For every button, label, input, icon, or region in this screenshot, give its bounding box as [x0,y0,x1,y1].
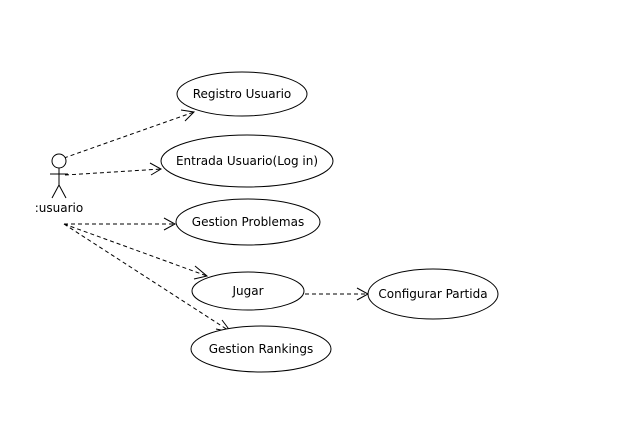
dependency-actor-problemas [64,217,177,231]
use-case-login: Entrada Usuario(Log in) [160,134,334,188]
use-case-configurar-label: Configurar Partida [378,287,487,301]
actor-left-leg [51,184,60,199]
use-case-configurar: Configurar Partida [367,268,499,320]
use-case-login-label: Entrada Usuario(Log in) [176,154,318,168]
actor-label: :usuario [35,201,83,215]
use-case-problemas-label: Gestion Problemas [192,215,304,229]
use-case-registro: Registro Usuario [176,71,308,117]
use-case-registro-label: Registro Usuario [193,87,292,101]
use-case-rankings-label: Gestion Rankings [209,342,314,356]
dependency-actor-jugar [63,223,209,280]
actor-usuario: :usuario [35,153,83,215]
dependency-actor-login [64,162,163,176]
use-case-jugar: Jugar [191,271,305,311]
actor-head [51,153,67,169]
use-case-problemas: Gestion Problemas [175,198,321,246]
actor-right-leg [58,184,67,199]
use-case-jugar-label: Jugar [231,284,263,298]
dependency-jugar-configurar [305,287,370,301]
dependency-actor-registro [63,109,196,159]
use-case-rankings: Gestion Rankings [190,325,332,373]
